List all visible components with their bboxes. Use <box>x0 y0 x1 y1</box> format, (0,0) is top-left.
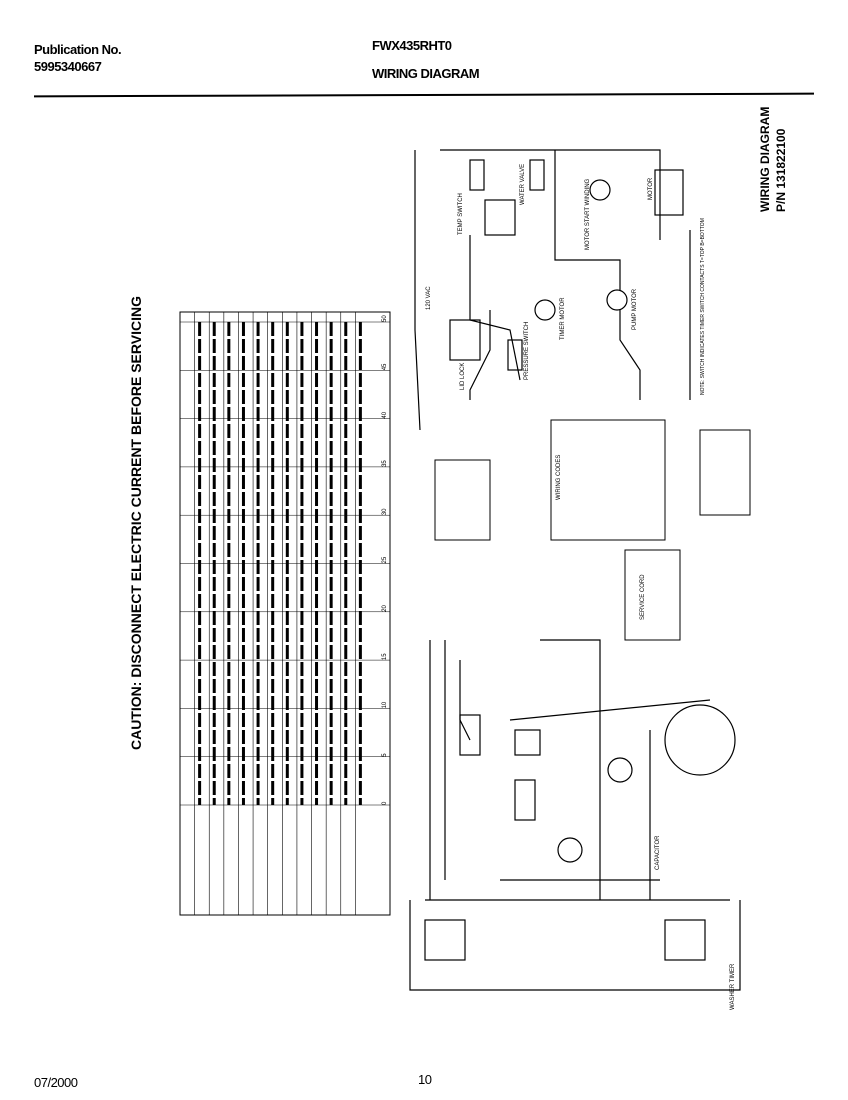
table-column-number: 35 <box>382 460 388 467</box>
label-capacitor: CAPACITOR <box>655 835 661 870</box>
table-column-number: 15 <box>382 653 388 660</box>
voltage-label: 120 VAC <box>426 286 432 310</box>
label-lid-lock: LID LOCK <box>460 362 466 390</box>
part-number: P/N 131822100 <box>774 128 788 212</box>
label-service-cord: SERVICE CORD <box>640 574 646 620</box>
switch-note: NOTE: SWITCH INDICATES TIMER SWITCH CONT… <box>700 218 706 395</box>
label-motor-start-winding: MOTOR START WINDING <box>585 178 591 250</box>
label-washer-timer: WASHER TIMER <box>730 963 736 1010</box>
page-title: WIRING DIAGRAM <box>372 66 480 81</box>
table-column-number: 25 <box>382 556 388 563</box>
publication-number: 5995340667 <box>34 59 102 74</box>
table-column-number: 50 <box>382 315 388 322</box>
label-pressure-switch: PRESSURE SWITCH <box>524 321 530 380</box>
table-border <box>179 311 391 916</box>
wiring-codes-title: WIRING CODES <box>556 454 562 500</box>
table-column-number: 30 <box>382 508 388 515</box>
model-number: FWX435RHT0 <box>372 38 452 53</box>
wiring-codes-box <box>434 419 751 641</box>
table-column-number: 45 <box>382 363 388 370</box>
side-title: WIRING DIAGRAM <box>758 106 772 212</box>
label-water-valve: WATER VALVE <box>520 163 526 205</box>
footer-date: 07/2000 <box>34 1075 78 1090</box>
label-pump-motor: PUMP MOTOR <box>632 288 638 330</box>
top-schematic <box>414 149 691 431</box>
table-column-number: 10 <box>382 701 388 708</box>
table-column-number: 5 <box>382 753 388 757</box>
label-motor: MOTOR <box>648 177 654 200</box>
label-timer-motor: TIMER MOTOR <box>560 297 566 340</box>
timer-chart-table: 0 5 10 15 20 25 30 35 40 45 50 <box>179 311 391 916</box>
publication-label: Publication No. <box>34 42 122 57</box>
table-column-number: 20 <box>382 604 388 611</box>
table-column-number: 0 <box>382 801 388 805</box>
page-number: 10 <box>418 1072 432 1087</box>
caution-text: CAUTION: DISCONNECT ELECTRIC CURRENT BEF… <box>128 296 144 750</box>
label-temp-switch: TEMP SWITCH <box>458 193 464 235</box>
table-column-number: 40 <box>382 411 388 418</box>
bottom-schematic <box>409 639 741 991</box>
